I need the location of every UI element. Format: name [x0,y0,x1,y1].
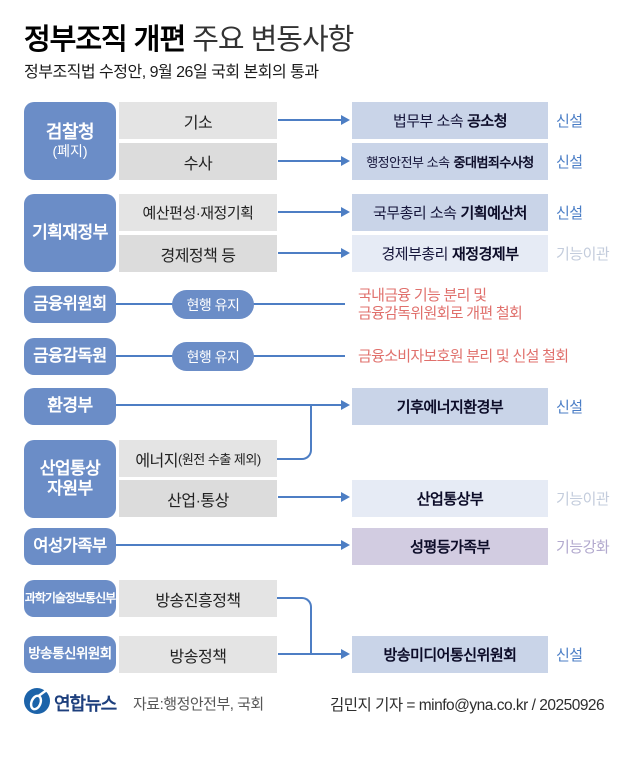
result-prefix: 국무총리 소속 [373,205,457,222]
function-box-broadcast-promotion: 방송진흥정책 [119,580,277,617]
page-subtitle: 정부조직법 수정안, 9월 26일 국회 본회의 통과 [24,64,319,81]
withdrawal-note-line: 금융감독위원회로 개편 철회 [358,304,523,322]
org-box-motie: 산업통상 자원부 [24,440,116,518]
flow-arrow [278,649,350,659]
org-name: 여성가족부 [33,536,107,555]
org-name: 환경부 [47,396,93,416]
org-box-kcc: 방송통신위원회 [24,636,116,673]
result-name: 방송미디어통신위원회 [383,647,517,664]
result-name: 중대범죄수사청 [453,155,535,170]
org-box-msit: 과학기술정보통신부 [24,580,116,617]
withdrawal-note-line: 금융소비자보호원 분리 및 신설 철회 [358,347,569,365]
org-box-mogef: 여성가족부 [24,528,116,565]
result-name: 성평등가족부 [410,539,490,556]
function-box-broadcast-policy: 방송정책 [119,636,277,673]
org-name: 과학기술정보통신부 [24,591,116,606]
status-pill-keep: 현행 유지 [172,290,254,319]
status-label-new: 신설 [556,399,583,416]
yonhap-logo-icon [24,688,50,714]
function-box-budget: 예산편성·재정기획 [119,194,277,231]
flow-arrow [278,207,350,217]
function-label-detail: (원전 수출 제외) [178,452,261,467]
withdrawal-note-line: 국내금융 기능 분리 및 [358,286,487,304]
function-box-industry-trade: 산업·통상 [119,480,277,517]
status-label-transfer: 기능이관 [556,491,610,508]
org-box-moef: 기획재정부 [24,194,116,272]
flow-arrow [278,248,350,258]
org-name-line2: 자원부 [47,479,93,498]
function-box-investigation: 수사 [119,143,277,180]
org-name: 금융감독원 [33,346,107,365]
page-title-strong: 정부조직 개편 [24,24,186,56]
org-name-line1: 산업통상 [39,458,101,478]
function-label: 에너지 [135,452,178,470]
org-name: 기획재정부 [32,222,108,242]
result-name: 산업통상부 [416,491,484,508]
flow-arrow [116,400,350,410]
org-name: 방송통신위원회 [28,646,112,662]
status-label-new: 신설 [556,154,583,171]
status-label-new: 신설 [556,205,583,222]
result-box-climate-energy-environment: 기후에너지환경부 [352,388,548,425]
source-credit: 자료:행정안전부, 국회 [133,696,264,713]
org-name: 금융위원회 [33,294,107,313]
result-box-broadcast-media-commission: 방송미디어통신위원회 [352,636,548,673]
page-title: 정부조직 개편 주요 변동사항 [24,16,354,58]
page-title-light: 주요 변동사항 [185,24,354,56]
connector-elbow-broadcast [277,597,312,655]
org-box-environment: 환경부 [24,388,116,425]
result-name: 재정경제부 [452,246,519,263]
org-box-fsc: 금융위원회 [24,286,116,323]
status-label-new: 신설 [556,113,583,130]
result-prefix: 행정안전부 소속 [366,155,450,170]
connector-elbow-energy [277,405,312,460]
result-name: 기후에너지환경부 [396,399,504,416]
result-box-industry-trade-ministry: 산업통상부 [352,480,548,517]
status-label-transfer: 기능이관 [556,246,610,263]
withdrawal-note: 금융소비자보호원 분리 및 신설 철회 [358,338,569,375]
flow-arrow [278,156,350,166]
result-name: 공소청 [467,113,508,130]
org-note-abolished: (폐지) [52,143,88,160]
flow-arrow [278,115,350,125]
yonhap-logo-text: 연합뉴스 [54,694,117,714]
org-box-fss: 금융감독원 [24,338,116,375]
flow-arrow [116,540,350,550]
function-box-energy: 에너지(원전 수출 제외) [119,440,277,477]
function-box-indictment: 기소 [119,102,277,139]
result-box-gender-equality-family: 성평등가족부 [352,528,548,565]
status-label-strengthen: 기능강화 [556,539,610,556]
result-prefix: 법무부 소속 [392,113,464,130]
status-pill-keep: 현행 유지 [172,342,254,371]
org-box-prosecution: 검찰청 (폐지) [24,102,116,180]
status-label-new: 신설 [556,647,583,664]
function-box-economic-policy: 경제정책 등 [119,235,277,272]
flow-arrow [278,492,350,502]
result-prefix: 경제부총리 [381,246,448,263]
org-name: 검찰청 [45,121,95,142]
withdrawal-note: 국내금융 기능 분리 및 금융감독위원회로 개편 철회 [358,284,523,325]
result-name: 기획예산처 [460,205,527,222]
reporter-byline: 김민지 기자 = minfo@yna.co.kr / 20250926 [330,697,605,714]
